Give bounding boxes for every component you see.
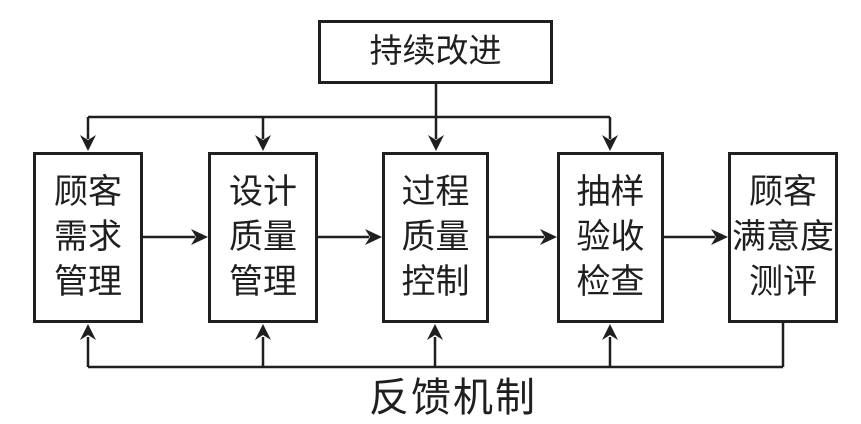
node-label-line: 管理 bbox=[229, 264, 297, 301]
node-label-line: 质量 bbox=[229, 219, 297, 256]
node-process-quality-control: 过程 质量 控制 bbox=[382, 152, 489, 323]
node-label-line: 检查 bbox=[576, 264, 645, 301]
node-label-line: 控制 bbox=[401, 264, 470, 301]
node-label-line: 设计 bbox=[229, 174, 297, 211]
node-label-line: 验收 bbox=[576, 219, 645, 256]
node-label-line: 抽样 bbox=[576, 174, 645, 211]
node-continuous-improvement: 持续改进 bbox=[318, 20, 553, 84]
node-customer-requirements-management: 顾客 需求 管理 bbox=[33, 152, 143, 323]
node-label-line: 顾客 bbox=[54, 174, 122, 211]
down-arrow-box4-icon bbox=[602, 135, 618, 151]
feedback-mechanism-label: 反馈机制 bbox=[369, 375, 537, 420]
node-label-line: 需求 bbox=[54, 219, 122, 256]
right-arrow-1-2-icon bbox=[191, 229, 208, 245]
node-sampling-acceptance-inspection: 抽样 验收 检查 bbox=[557, 152, 664, 323]
down-arrow-box3-icon bbox=[428, 135, 444, 151]
node-label-line: 管理 bbox=[54, 264, 122, 301]
node-label: 持续改进 bbox=[369, 33, 502, 70]
node-customer-satisfaction-evaluation: 顾客 满意度 测评 bbox=[728, 152, 838, 323]
down-arrow-box1-icon bbox=[80, 135, 96, 151]
node-label-line: 质量 bbox=[401, 219, 470, 256]
up-arrow-box1-icon bbox=[80, 324, 96, 340]
node-label-line: 满意度 bbox=[732, 219, 834, 256]
node-label-line: 测评 bbox=[749, 264, 817, 301]
up-arrow-box4-icon bbox=[602, 324, 618, 340]
node-label-line: 过程 bbox=[401, 174, 470, 211]
up-arrow-box3-icon bbox=[427, 324, 443, 340]
node-design-quality-management: 设计 质量 管理 bbox=[208, 152, 318, 323]
down-arrow-box2-icon bbox=[255, 135, 271, 151]
up-arrow-box2-icon bbox=[255, 324, 271, 340]
right-arrow-4-5-icon bbox=[711, 229, 728, 245]
right-arrow-3-4-icon bbox=[540, 229, 557, 245]
right-arrow-2-3-icon bbox=[365, 229, 382, 245]
node-label-line: 顾客 bbox=[749, 174, 817, 211]
